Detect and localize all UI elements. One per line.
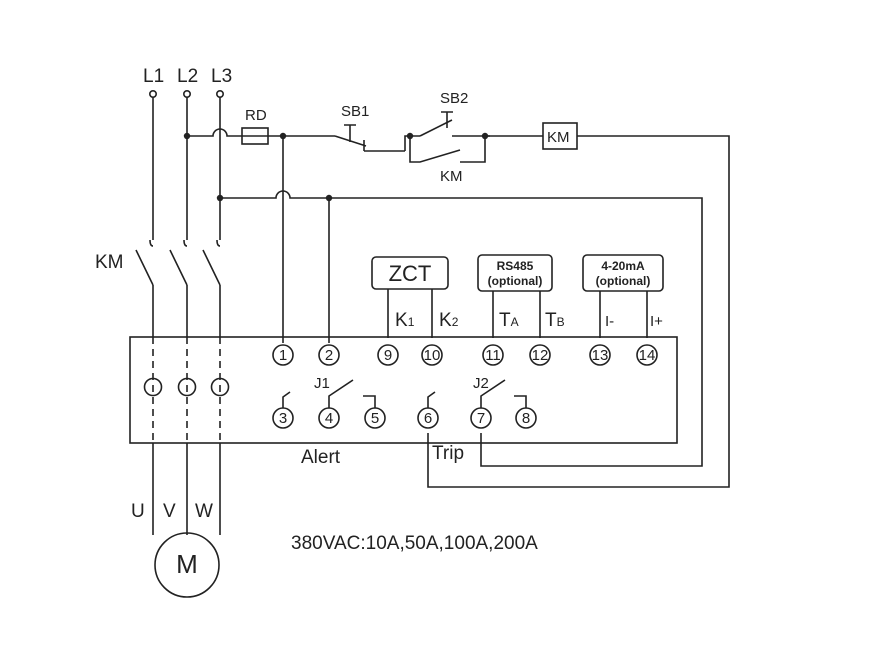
terminal-14: 14 (639, 347, 656, 364)
motor (154, 532, 220, 598)
label-j1: J1 (314, 375, 330, 392)
phase-pass-through (152, 337, 221, 443)
label-l1: L1 (143, 66, 164, 87)
label-4-20ma: 4-20mA (601, 259, 645, 273)
label-sb1: SB1 (341, 103, 369, 120)
terminal-1: 1 (279, 347, 287, 364)
label-w: W (195, 501, 213, 522)
label-l3: L3 (211, 66, 232, 87)
label-km-main: KM (95, 252, 124, 273)
terminal-13: 13 (592, 347, 609, 364)
relay-j2-contacts (427, 379, 527, 408)
label-sb2: SB2 (440, 90, 468, 107)
motor-leads (152, 443, 221, 535)
terminal-5: 5 (371, 410, 379, 427)
label-v: V (163, 501, 176, 522)
zct-box (371, 256, 449, 290)
wire-zct (387, 289, 433, 338)
label-4-20ma-note: (optional) (596, 274, 651, 288)
label-rd: RD (245, 107, 267, 124)
label-ta: TA (499, 310, 519, 331)
wire-coil-return (427, 135, 730, 488)
terminal-2: 2 (325, 347, 333, 364)
analog-box (582, 254, 664, 292)
terminal-7: 7 (477, 410, 485, 427)
relay-j1-contacts (282, 379, 376, 408)
label-u: U (131, 501, 145, 522)
sb1-contact (334, 135, 405, 152)
label-l2: L2 (177, 66, 198, 87)
terminal-l1 (149, 90, 158, 99)
label-j2: J2 (473, 375, 489, 392)
sb2-contact (419, 119, 490, 137)
label-i-minus: I- (605, 313, 614, 330)
label-tb: TB (545, 310, 565, 331)
terminal-6: 6 (424, 410, 432, 427)
terminal-9: 9 (384, 347, 392, 364)
wire-l3-supply (220, 190, 703, 467)
km-hold-contact (409, 136, 486, 163)
sb1-actuator (344, 124, 356, 142)
sb2-actuator (441, 111, 453, 128)
wire-l2-tap (187, 128, 242, 137)
label-motor: M (176, 549, 198, 579)
label-rs485: RS485 (497, 259, 534, 273)
terminal-12: 12 (532, 347, 549, 364)
terminal-l3 (216, 90, 225, 99)
label-km-coil: KM (547, 129, 570, 146)
label-rs485-note: (optional) (488, 274, 543, 288)
km-main-contacts (135, 249, 221, 286)
label-km-hold: KM (440, 168, 463, 185)
terminal-10: 10 (424, 347, 441, 364)
terminal-l2 (183, 90, 192, 99)
label-trip: Trip (432, 443, 464, 464)
wire-rs485 (492, 291, 541, 338)
label-zct: ZCT (389, 261, 432, 286)
wire-analog (599, 291, 648, 338)
label-alert: Alert (301, 447, 341, 468)
label-k1: K1 (395, 310, 415, 331)
terminals-top: 1 2 9 10 11 12 13 14 (272, 344, 658, 366)
label-k2: K2 (439, 310, 459, 331)
terminal-3: 3 (279, 410, 287, 427)
label-i-plus: I+ (650, 313, 663, 330)
terminal-11: 11 (485, 347, 501, 364)
terminal-4: 4 (325, 410, 333, 427)
terminal-8: 8 (522, 410, 530, 427)
rs485-box (477, 254, 553, 292)
rating-label: 380VAC:10A,50A,100A,200A (291, 533, 538, 554)
protector-body (129, 336, 678, 444)
